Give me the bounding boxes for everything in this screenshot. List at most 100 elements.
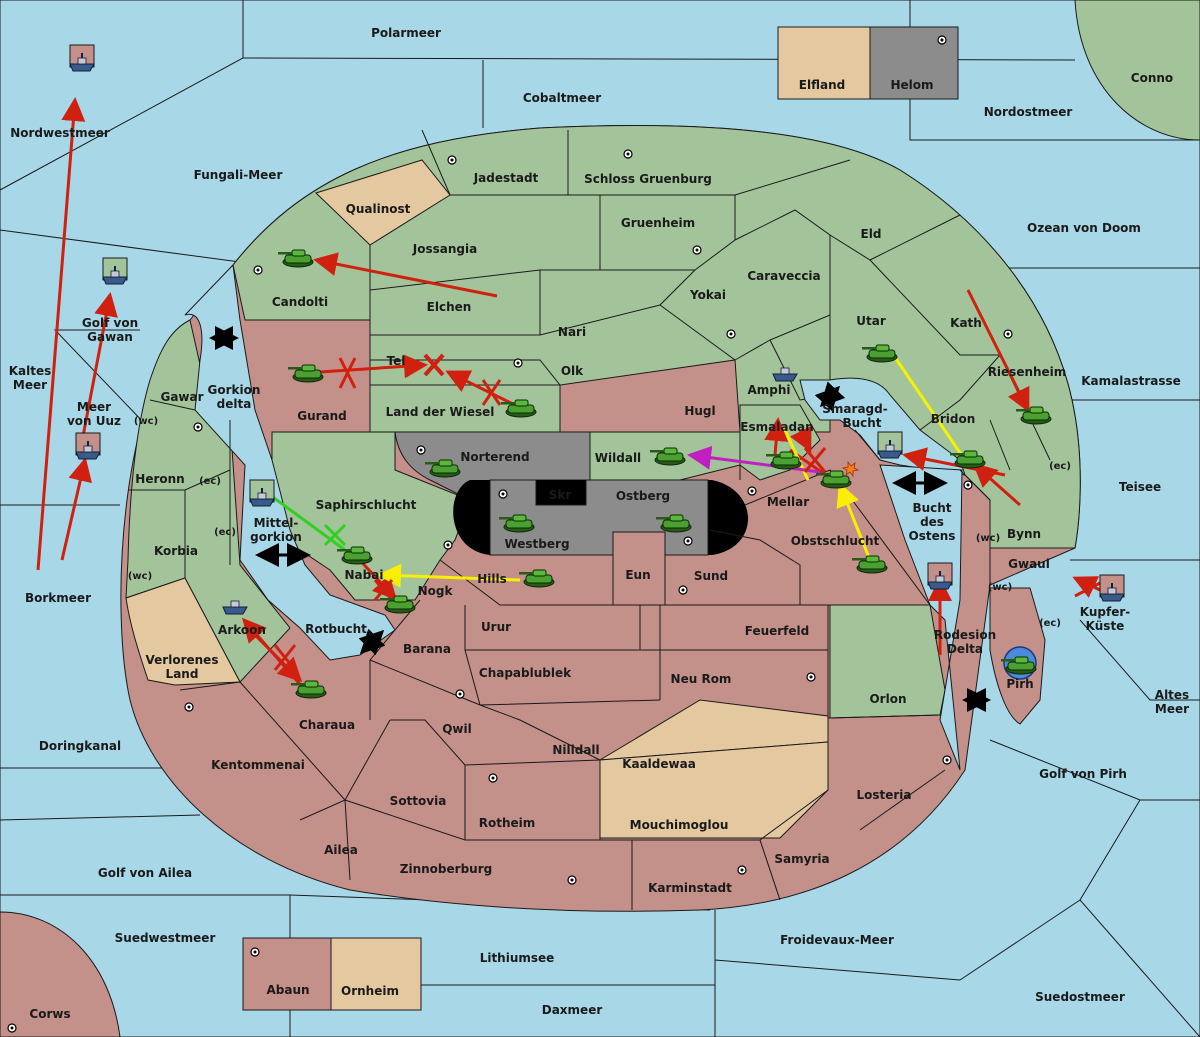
label-wc-gawar: (wc) xyxy=(134,416,158,427)
label-cobaltmeer: Cobaltmeer xyxy=(523,91,601,105)
label-korbia: Korbia xyxy=(154,544,198,558)
label-gruenheim: Gruenheim xyxy=(621,216,695,230)
label-mittel-1: Mittel- xyxy=(254,516,299,530)
label-eld: Eld xyxy=(861,227,882,241)
units xyxy=(69,44,1125,699)
label-wc-korbia: (wc) xyxy=(128,571,152,582)
label-bucht-1: Bucht xyxy=(912,501,951,515)
label-rotheim: Rotheim xyxy=(479,816,536,830)
label-saphir: Saphirschlucht xyxy=(316,498,417,512)
label-bridon: Bridon xyxy=(931,412,976,426)
label-esmaladan: Esmaladan xyxy=(740,420,813,434)
label-jossangia: Jossangia xyxy=(412,242,477,256)
label-jadestadt: Jadestadt xyxy=(473,171,539,185)
label-kentommenai: Kentommenai xyxy=(211,758,305,772)
label-neurom: Neu Rom xyxy=(671,672,732,686)
label-gawar: Gawar xyxy=(160,390,203,404)
explosion-icon xyxy=(841,460,860,478)
label-obstschlucht: Obstschlucht xyxy=(791,534,880,548)
label-bucht-3: Ostens xyxy=(909,529,956,543)
label-ec-gwaul: (ec) xyxy=(1039,618,1061,629)
label-ailea: Ailea xyxy=(324,843,358,857)
label-uuz-2: von Uuz xyxy=(67,414,121,428)
label-ostberg: Ostberg xyxy=(616,489,670,503)
label-ec-riesenheim: (ec) xyxy=(1049,461,1071,472)
label-tel: Tel xyxy=(387,354,406,368)
labels: Polarmeer Cobaltmeer Nordostmeer Conno N… xyxy=(9,26,1189,1021)
label-conno: Conno xyxy=(1131,71,1173,85)
land-ornheim[interactable] xyxy=(330,937,422,1011)
label-wc-gwaul: (wc) xyxy=(988,582,1012,593)
label-eun: Eun xyxy=(625,568,650,582)
label-bynn: Bynn xyxy=(1007,527,1041,541)
label-utar: Utar xyxy=(856,314,886,328)
label-smaragd-2: Bucht xyxy=(842,416,881,430)
label-amphi: Amphi xyxy=(747,383,790,397)
label-kaaldewaa: Kaaldewaa xyxy=(622,757,696,771)
label-verlorenes-1: Verlorenes xyxy=(146,653,219,667)
label-schloss: Schloss Gruenburg xyxy=(584,172,712,186)
label-mouchimoglou: Mouchimoglou xyxy=(630,818,729,832)
label-gorkion-2: delta xyxy=(217,397,252,411)
label-wiesel: Land der Wiesel xyxy=(386,405,495,419)
label-orlon: Orlon xyxy=(869,692,906,706)
supply-centers xyxy=(7,35,1013,1033)
label-teisee: Teisee xyxy=(1119,480,1161,494)
label-ec-korbia: (ec) xyxy=(214,527,236,538)
label-kupfer-2: Küste xyxy=(1086,619,1125,633)
label-froidevaux: Froidevaux-Meer xyxy=(780,933,894,947)
land-corws[interactable] xyxy=(0,911,121,1037)
label-ornheim: Ornheim xyxy=(341,984,399,998)
label-kaltes-2: Meer xyxy=(13,378,47,392)
label-yokai: Yokai xyxy=(689,288,726,302)
label-fungali: Fungali-Meer xyxy=(194,168,283,182)
label-rotbucht: Rotbucht xyxy=(305,622,367,636)
label-gorkion-1: Gorkion xyxy=(208,383,261,397)
label-nilldall: Nilldall xyxy=(552,743,599,757)
land-verlorenes[interactable] xyxy=(125,577,241,686)
territory-borders xyxy=(128,129,1075,910)
label-corws: Corws xyxy=(29,1007,70,1021)
label-daxmeer: Daxmeer xyxy=(542,1003,603,1017)
label-altes-2: Meer xyxy=(1155,702,1189,716)
label-ozean: Ozean von Doom xyxy=(1027,221,1141,235)
label-polarmeer: Polarmeer xyxy=(371,26,441,40)
label-norterend: Norterend xyxy=(460,450,529,464)
bucht-des-ostens xyxy=(879,464,963,771)
failed-orders xyxy=(273,353,827,671)
land-conno[interactable] xyxy=(1074,0,1200,141)
green-territories xyxy=(125,124,1081,719)
label-sottovia: Sottovia xyxy=(390,794,447,808)
label-nordostmeer: Nordostmeer xyxy=(984,105,1073,119)
label-verlorenes-2: Land xyxy=(166,667,199,681)
label-chapablublek: Chapablublek xyxy=(479,666,572,680)
label-golf-ailea: Golf von Ailea xyxy=(98,866,192,880)
label-elfland: Elfland xyxy=(799,78,845,92)
label-mittel-2: gorkion xyxy=(250,530,302,544)
label-smaragd-1: Smaragd- xyxy=(822,402,887,416)
label-nogk: Nogk xyxy=(418,584,454,598)
label-suedwestmeer: Suedwestmeer xyxy=(115,931,216,945)
label-riesenheim: Riesenheim xyxy=(988,365,1067,379)
label-gwaul: Gwaul xyxy=(1008,557,1050,571)
label-pirh: Pirh xyxy=(1006,677,1033,691)
label-kupfer-1: Kupfer- xyxy=(1080,605,1130,619)
label-feuerfeld: Feuerfeld xyxy=(745,624,810,638)
label-nordwestmeer: Nordwestmeer xyxy=(10,126,110,140)
label-losteria: Losteria xyxy=(856,788,911,802)
label-hugl: Hugl xyxy=(684,404,715,418)
label-kamalastrasse: Kamalastrasse xyxy=(1081,374,1181,388)
label-bucht-2: des xyxy=(920,515,944,529)
label-olk: Olk xyxy=(561,364,584,378)
label-uuz-1: Meer xyxy=(77,400,111,414)
label-westberg: Westberg xyxy=(504,537,569,551)
label-mellar: Mellar xyxy=(767,495,809,509)
label-altes-1: Altes xyxy=(1155,688,1189,702)
label-golf-gawan-2: Gawan xyxy=(87,330,133,344)
label-heronn: Heronn xyxy=(135,472,184,486)
label-arkoon: Arkoon xyxy=(218,623,266,637)
land-elfland[interactable] xyxy=(777,26,871,100)
label-samyria: Samyria xyxy=(774,852,829,866)
